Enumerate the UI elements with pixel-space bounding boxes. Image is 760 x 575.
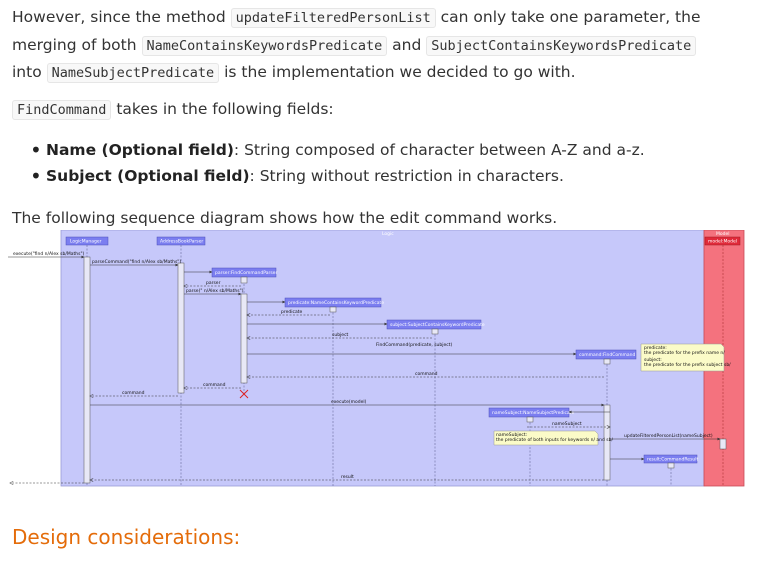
diagram-intro: The following sequence diagram shows how… (12, 209, 558, 227)
note-name-subject-line-1: nameSubject: (496, 432, 527, 438)
destroy-mark (239, 389, 249, 399)
msg-parse-label: parse(" n/Alex sb/Maths") (186, 288, 244, 294)
participant-name-subject-predicate-label: nameSubject:NameSubjectPredicate (492, 410, 574, 416)
msg-update-filtered-label: updateFilteredPersonList(nameSubject) (624, 433, 713, 439)
activation-logic-manager (83, 256, 91, 484)
activation-model (719, 438, 727, 450)
fields-list: Name (Optional field): String composed o… (30, 137, 645, 189)
logic-frame-label: Logic (382, 231, 394, 237)
participant-subject-predicate-label: subject:SubjectContainsKeywordPredicate (390, 322, 485, 328)
code-name-contains-keywords-predicate: NameContainsKeywordsPredicate (141, 35, 388, 56)
participant-find-command-label: command:FindCommand (579, 352, 635, 358)
code-update-filtered-person-list: updateFilteredPersonList (230, 8, 436, 28)
note-predicates-line-2: the predicate for the prefix name n/ (644, 350, 725, 356)
note-predicates-line-4: the predicate for the prefix subject sb/ (644, 362, 731, 368)
participant-address-book-parser (156, 236, 206, 246)
participant-model-label: model:Model (708, 239, 737, 245)
activation-find-command-1 (603, 358, 611, 365)
model-frame-label: Model (716, 231, 730, 237)
fields-intro: FindCommand takes in the following field… (12, 96, 334, 123)
msg-parser-return-label: parser (206, 280, 221, 286)
intro-text-4: into (12, 63, 47, 81)
participant-model (704, 236, 741, 246)
fields-intro-text: takes in the following fields: (111, 100, 334, 118)
activation-address-book-parser (177, 262, 185, 394)
note-predicates-line-3: subject: (644, 357, 662, 363)
msg-command-return-1-label: command (415, 371, 438, 377)
msg-predicate-return-label: predicate (281, 309, 302, 315)
participant-find-command-parser-label: parser:FindCommandParser (215, 270, 277, 276)
activation-subject-predicate (431, 328, 439, 335)
participant-address-book-parser-label: AddressBookParser (160, 239, 203, 245)
participant-name-predicate-label: predicate:NameContainsKeywordPredicate (288, 300, 384, 306)
msg-name-subject-return-label: nameSubject (552, 421, 582, 427)
field-name-desc: : String composed of character between A… (233, 141, 645, 159)
field-subject-label: Subject (Optional field) (46, 167, 250, 185)
msg-result-return-label: result (341, 474, 354, 480)
sequence-diagram: Logic Model LogicManager AddressBookPars… (8, 230, 745, 487)
activation-find-command-parser-2 (240, 293, 248, 384)
msg-command-return-2-label: command (203, 382, 226, 388)
note-name-subject-line-2: the predicate of both inputs for keyword… (496, 437, 613, 443)
activation-find-command-parser-1 (240, 276, 248, 284)
activation-find-command-2 (603, 404, 611, 481)
msg-parse-command-label: parseCommand("find n/Alex sb/Maths") (92, 259, 181, 265)
intro-text-2: can only take one parameter, the merging… (12, 8, 701, 54)
intro-text-3: and (387, 35, 427, 54)
msg-execute-label: execute("find n/Alex sb/Maths") (13, 251, 85, 257)
msg-subject-return-label: subject (332, 332, 349, 338)
intro-text-1: However, since the method (12, 8, 231, 26)
field-name-label: Name (Optional field) (46, 141, 234, 159)
intro-text-5: is the implementation we decided to go w… (219, 63, 576, 81)
msg-create-find-command-label: FindCommand(predicate, subject) (376, 342, 453, 348)
code-subject-contains-keywords-predicate: SubjectContainsKeywordsPredicate (426, 35, 697, 56)
code-name-subject-predicate: NameSubjectPredicate (46, 63, 220, 83)
msg-command-return-3-label: command (122, 390, 145, 396)
note-predicates-line-1: predicate: (644, 345, 667, 351)
activation-command-result (667, 462, 675, 469)
list-item: Subject (Optional field): String without… (30, 163, 645, 189)
intro-paragraph: However, since the method updateFiltered… (12, 4, 742, 87)
activation-name-subject-predicate (526, 416, 534, 423)
field-subject-desc: : String without restriction in characte… (249, 167, 564, 185)
activation-name-predicate (329, 306, 337, 313)
design-considerations-heading: Design considerations: (12, 525, 241, 549)
note-predicates (640, 343, 725, 372)
code-find-command: FindCommand (12, 100, 112, 120)
participant-logic-manager-label: LogicManager (70, 239, 102, 245)
msg-execute-model-label: execute(model) (331, 399, 367, 405)
list-item: Name (Optional field): String composed o… (30, 137, 645, 163)
note-name-subject (493, 430, 599, 446)
participant-logic-manager (65, 236, 109, 246)
participant-command-result-label: result:CommandResult (647, 457, 699, 463)
